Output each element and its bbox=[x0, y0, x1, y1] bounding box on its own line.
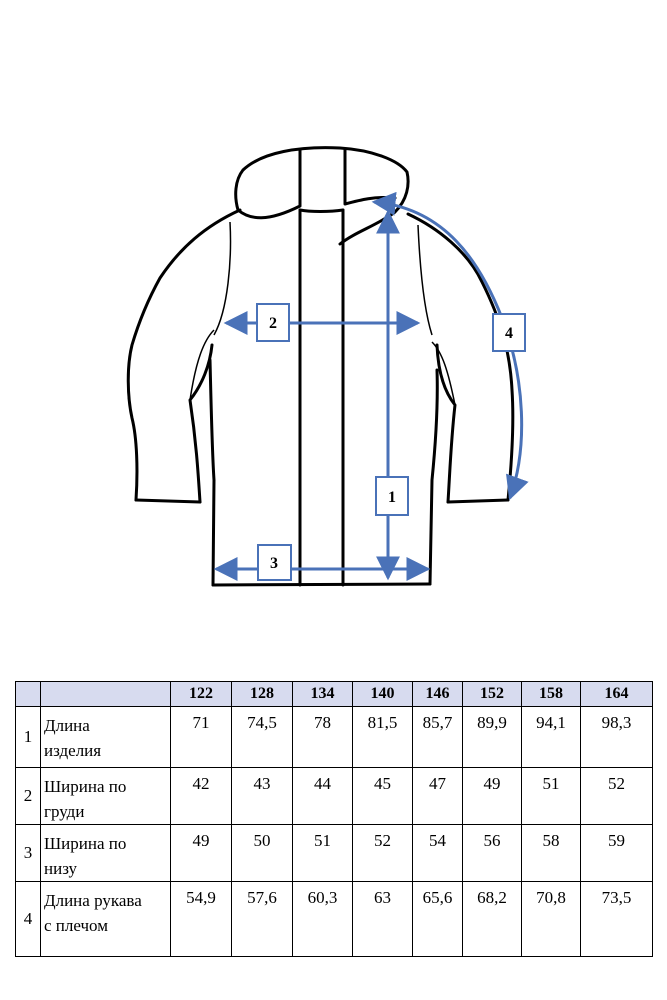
header-row: 122 128 134 140 146 152 158 164 bbox=[15, 681, 653, 707]
table-cell: 43 bbox=[231, 767, 293, 825]
header-blank-num bbox=[15, 681, 41, 707]
measure-label-4: 4 bbox=[505, 325, 513, 342]
size-header: 140 bbox=[352, 681, 413, 707]
table-cell: 45 bbox=[352, 767, 413, 825]
size-header: 146 bbox=[412, 681, 463, 707]
table-cell: 54 bbox=[412, 824, 463, 882]
table-cell: 70,8 bbox=[521, 881, 581, 957]
table-cell: 85,7 bbox=[412, 706, 463, 768]
table-cell: 56 bbox=[462, 824, 522, 882]
size-header: 158 bbox=[521, 681, 581, 707]
table-cell: 52 bbox=[352, 824, 413, 882]
jacket-measurement-diagram: 1 2 3 4 bbox=[126, 146, 529, 587]
size-header: 122 bbox=[170, 681, 232, 707]
table-cell: 54,9 bbox=[170, 881, 232, 957]
header-blank-label bbox=[40, 681, 171, 707]
table-cell: 57,6 bbox=[231, 881, 293, 957]
measure-label-1-box: 1 bbox=[375, 476, 409, 516]
table-cell: 81,5 bbox=[352, 706, 413, 768]
measure-label-3-box: 3 bbox=[257, 544, 292, 581]
size-header: 164 bbox=[580, 681, 653, 707]
table-cell: 71 bbox=[170, 706, 232, 768]
jacket-outline bbox=[126, 146, 515, 587]
table-cell: 50 bbox=[231, 824, 293, 882]
table-cell: 68,2 bbox=[462, 881, 522, 957]
measure-label-3: 3 bbox=[270, 555, 278, 572]
table-cell: 49 bbox=[170, 824, 232, 882]
table-cell: 89,9 bbox=[462, 706, 522, 768]
measure-arrows bbox=[213, 191, 529, 581]
table-cell: 98,3 bbox=[580, 706, 653, 768]
table-cell: 42 bbox=[170, 767, 232, 825]
size-header: 128 bbox=[231, 681, 293, 707]
table-cell: 49 bbox=[462, 767, 522, 825]
size-header: 152 bbox=[462, 681, 522, 707]
table-cell: 78 bbox=[292, 706, 353, 768]
table-cell: 59 bbox=[580, 824, 653, 882]
table-cell: 65,6 bbox=[412, 881, 463, 957]
table-cell: 94,1 bbox=[521, 706, 581, 768]
table-cell: 51 bbox=[521, 767, 581, 825]
measure-label-2: 2 bbox=[269, 315, 277, 332]
table-cell: 44 bbox=[292, 767, 353, 825]
table-cell: 52 bbox=[580, 767, 653, 825]
size-header: 134 bbox=[292, 681, 353, 707]
row-number: 2 bbox=[15, 767, 41, 825]
row-number: 3 bbox=[15, 824, 41, 882]
jacket-details bbox=[189, 221, 456, 406]
table-cell: 63 bbox=[352, 881, 413, 957]
row-number: 4 bbox=[15, 881, 41, 957]
row-number: 1 bbox=[15, 706, 41, 768]
table-cell: 47 bbox=[412, 767, 463, 825]
table-cell: 60,3 bbox=[292, 881, 353, 957]
table-cell: 51 bbox=[292, 824, 353, 882]
table-cell: 58 bbox=[521, 824, 581, 882]
table-cell: 73,5 bbox=[580, 881, 653, 957]
measure-label-4-box: 4 bbox=[492, 313, 526, 352]
table-cell: 74,5 bbox=[231, 706, 293, 768]
measure-label-1: 1 bbox=[388, 489, 396, 506]
measure-label-2-box: 2 bbox=[256, 303, 290, 342]
